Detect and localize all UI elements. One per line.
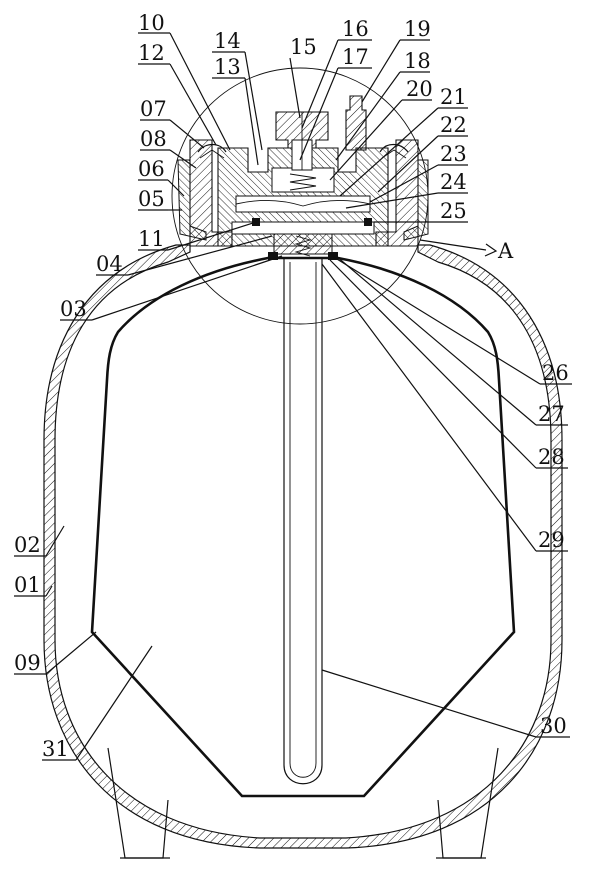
label-16: 16 — [342, 17, 369, 41]
inner-bladder — [92, 258, 514, 796]
label-05: 05 — [138, 187, 165, 211]
label-28: 28 — [538, 445, 565, 469]
label-21: 21 — [440, 85, 467, 109]
label-04: 04 — [96, 252, 123, 276]
label-18: 18 — [404, 49, 431, 73]
label-22: 22 — [440, 113, 467, 137]
outer-shell — [44, 245, 562, 848]
label-02: 02 — [14, 533, 41, 557]
label-01: 01 — [14, 573, 41, 597]
label-12: 12 — [138, 41, 165, 65]
label-17: 17 — [342, 45, 369, 69]
label-14: 14 — [214, 29, 241, 53]
label-08: 08 — [140, 127, 167, 151]
label-19: 19 — [404, 17, 431, 41]
label-20: 20 — [406, 77, 433, 101]
label-31: 31 — [42, 737, 69, 761]
label-23: 23 — [440, 142, 467, 166]
dip-tube — [284, 258, 322, 784]
label-30: 30 — [540, 714, 567, 738]
label-07: 07 — [140, 97, 167, 121]
label-26: 26 — [542, 361, 569, 385]
label-24: 24 — [440, 170, 467, 194]
label-13: 13 — [214, 55, 241, 79]
label-29: 29 — [538, 528, 565, 552]
label-15: 15 — [290, 35, 317, 59]
detail-marker-a: A — [497, 239, 514, 263]
label-11: 11 — [138, 227, 165, 251]
label-06: 06 — [138, 157, 165, 181]
label-27: 27 — [538, 402, 565, 426]
label-25: 25 — [440, 199, 467, 223]
label-09: 09 — [14, 651, 41, 675]
label-10: 10 — [138, 11, 165, 35]
label-03: 03 — [60, 297, 87, 321]
